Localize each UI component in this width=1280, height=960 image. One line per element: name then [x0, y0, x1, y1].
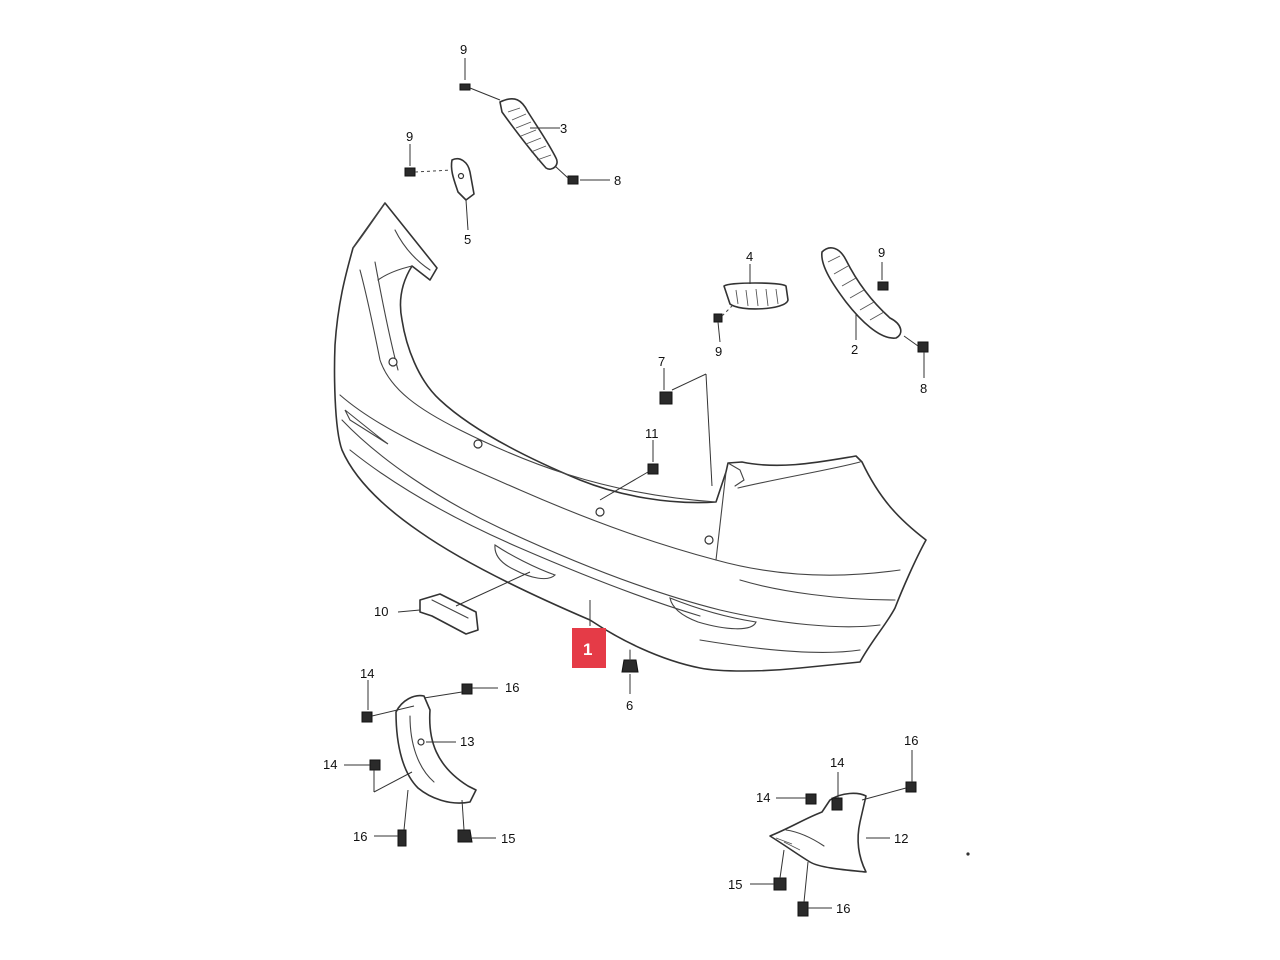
callout-2: 2	[851, 342, 858, 357]
screw-9-part4	[713, 305, 733, 323]
mudguard-part-13[interactable]	[395, 694, 477, 804]
callout-14-right-lower: 14	[756, 790, 770, 805]
callout-15-right: 15	[728, 877, 742, 892]
nut-15-left	[457, 799, 473, 843]
screw-9-left	[404, 167, 453, 177]
callout-1-highlight[interactable]: 1	[572, 628, 606, 668]
callout-leaders	[344, 58, 925, 909]
callout-14-right-upper: 14	[830, 755, 844, 770]
screw-9-upper	[459, 83, 501, 101]
callout-15-left: 15	[501, 831, 515, 846]
callout-13: 13	[460, 734, 474, 749]
callout-5: 5	[464, 232, 471, 247]
callout-8-right: 8	[920, 381, 927, 396]
callout-10: 10	[374, 604, 388, 619]
screw-16-left-upper	[423, 683, 473, 699]
callout-11: 11	[645, 426, 659, 441]
bracket-part-3[interactable]	[499, 98, 558, 170]
callout-3: 3	[560, 121, 567, 136]
bolt-11	[599, 463, 659, 501]
clip-6	[621, 649, 639, 673]
retainer-part-10[interactable]	[419, 571, 531, 635]
callout-9-part4: 9	[715, 344, 722, 359]
screw-16-left-lower	[397, 789, 409, 847]
callout-9-top: 9	[460, 42, 467, 57]
callout-9-right: 9	[878, 245, 885, 260]
callout-9-left: 9	[406, 129, 413, 144]
screw-16-right-upper	[861, 781, 917, 801]
callout-16-left-lower: 16	[353, 829, 367, 844]
callout-1: 1	[583, 640, 592, 659]
callout-16-right-lower: 16	[836, 901, 850, 916]
clip-14-left-lower	[369, 759, 413, 793]
callout-12: 12	[894, 831, 908, 846]
callout-7: 7	[658, 354, 665, 369]
callout-6: 6	[626, 698, 633, 713]
screw-16-right-lower	[797, 861, 809, 917]
mudguard-part-12[interactable]	[769, 792, 867, 873]
screw-9-right	[877, 281, 889, 291]
callout-16-right-upper: 16	[904, 733, 918, 748]
bracket-part-2[interactable]	[821, 247, 902, 339]
clip-14-left-upper	[361, 705, 415, 723]
callout-16-left-upper: 16	[505, 680, 519, 695]
clip-14-right-a	[805, 793, 817, 805]
bracket-part-5[interactable]	[450, 157, 475, 201]
callout-8-top: 8	[614, 173, 621, 188]
rear-bumper-cover[interactable]	[333, 202, 927, 672]
screw-8-right	[903, 335, 929, 353]
callout-4: 4	[746, 249, 753, 264]
callout-14-left-lower: 14	[323, 757, 337, 772]
bracket-part-4[interactable]	[723, 282, 789, 310]
clip-14-right-b	[831, 797, 843, 811]
nut-15-right	[773, 849, 787, 891]
bolt-7	[659, 373, 713, 487]
screw-8-upper	[554, 165, 579, 185]
callout-14-left-upper: 14	[360, 666, 374, 681]
